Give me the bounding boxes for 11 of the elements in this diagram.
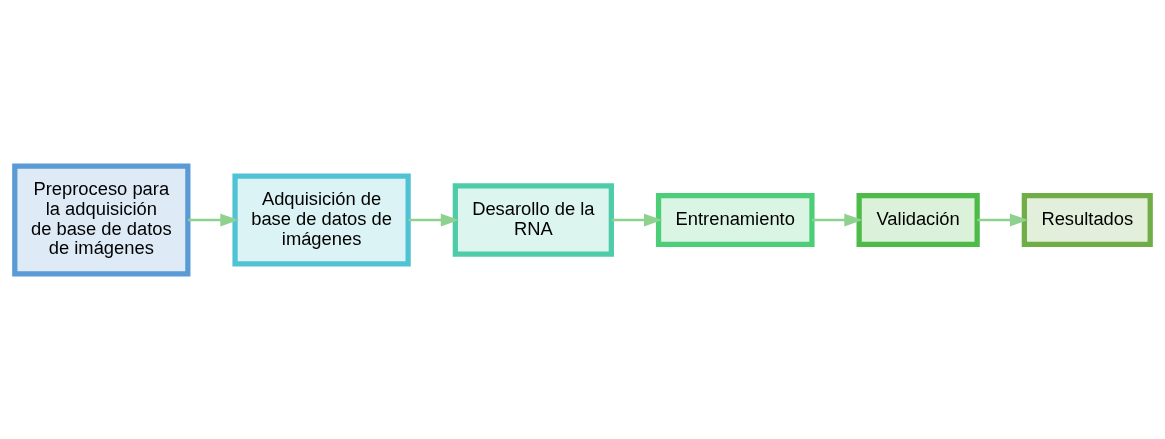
arrow (977, 213, 1029, 226)
node-box: Desarollo de la RNA (452, 182, 614, 257)
arrow (408, 213, 460, 226)
arrow (611, 213, 663, 226)
node-box: Preproceso para la adquisición de base de datos de imágenes (12, 163, 191, 276)
arrow (188, 213, 239, 226)
node-box: Entrenamiento (655, 192, 815, 247)
node-box: Resultados (1021, 192, 1153, 247)
arrow (811, 213, 863, 226)
node-box: Validación (856, 192, 980, 247)
node-box: Adquisición de base de datos de imágenes (232, 172, 411, 267)
